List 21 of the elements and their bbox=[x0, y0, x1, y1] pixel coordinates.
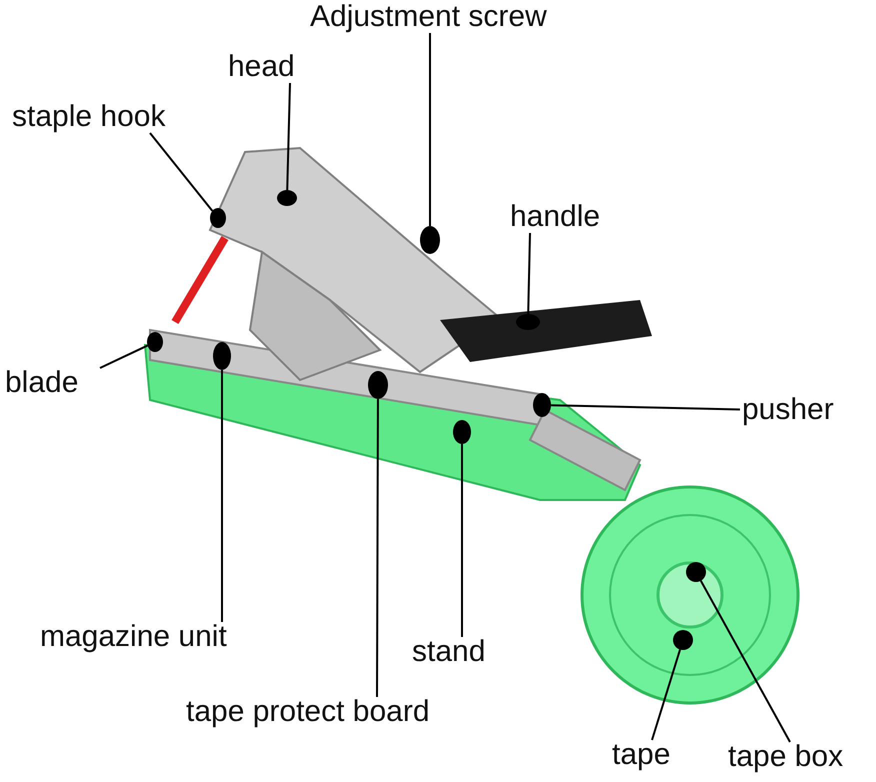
part-label: magazine unit bbox=[40, 620, 227, 653]
leader-line bbox=[286, 82, 291, 190]
leader-line bbox=[149, 132, 214, 212]
part-label: handle bbox=[510, 200, 600, 233]
leader-line bbox=[651, 649, 681, 740]
leader-line bbox=[376, 399, 379, 697]
leader-line bbox=[221, 370, 223, 622]
part-label: pusher bbox=[742, 393, 834, 426]
leader-line bbox=[429, 33, 431, 226]
leader-line bbox=[527, 232, 531, 314]
part-label: staple hook bbox=[12, 100, 166, 133]
part-label: blade bbox=[5, 366, 78, 399]
part-label: head bbox=[228, 50, 295, 83]
leader-line bbox=[700, 580, 791, 742]
part-label: tape protect board bbox=[186, 695, 430, 728]
part-label: tape bbox=[612, 738, 670, 771]
leader-line bbox=[461, 444, 463, 637]
part-label: tape box bbox=[728, 740, 844, 773]
part-label: stand bbox=[412, 635, 486, 668]
part-label: Adjustment screw bbox=[310, 0, 547, 33]
marker-dot bbox=[420, 226, 440, 254]
